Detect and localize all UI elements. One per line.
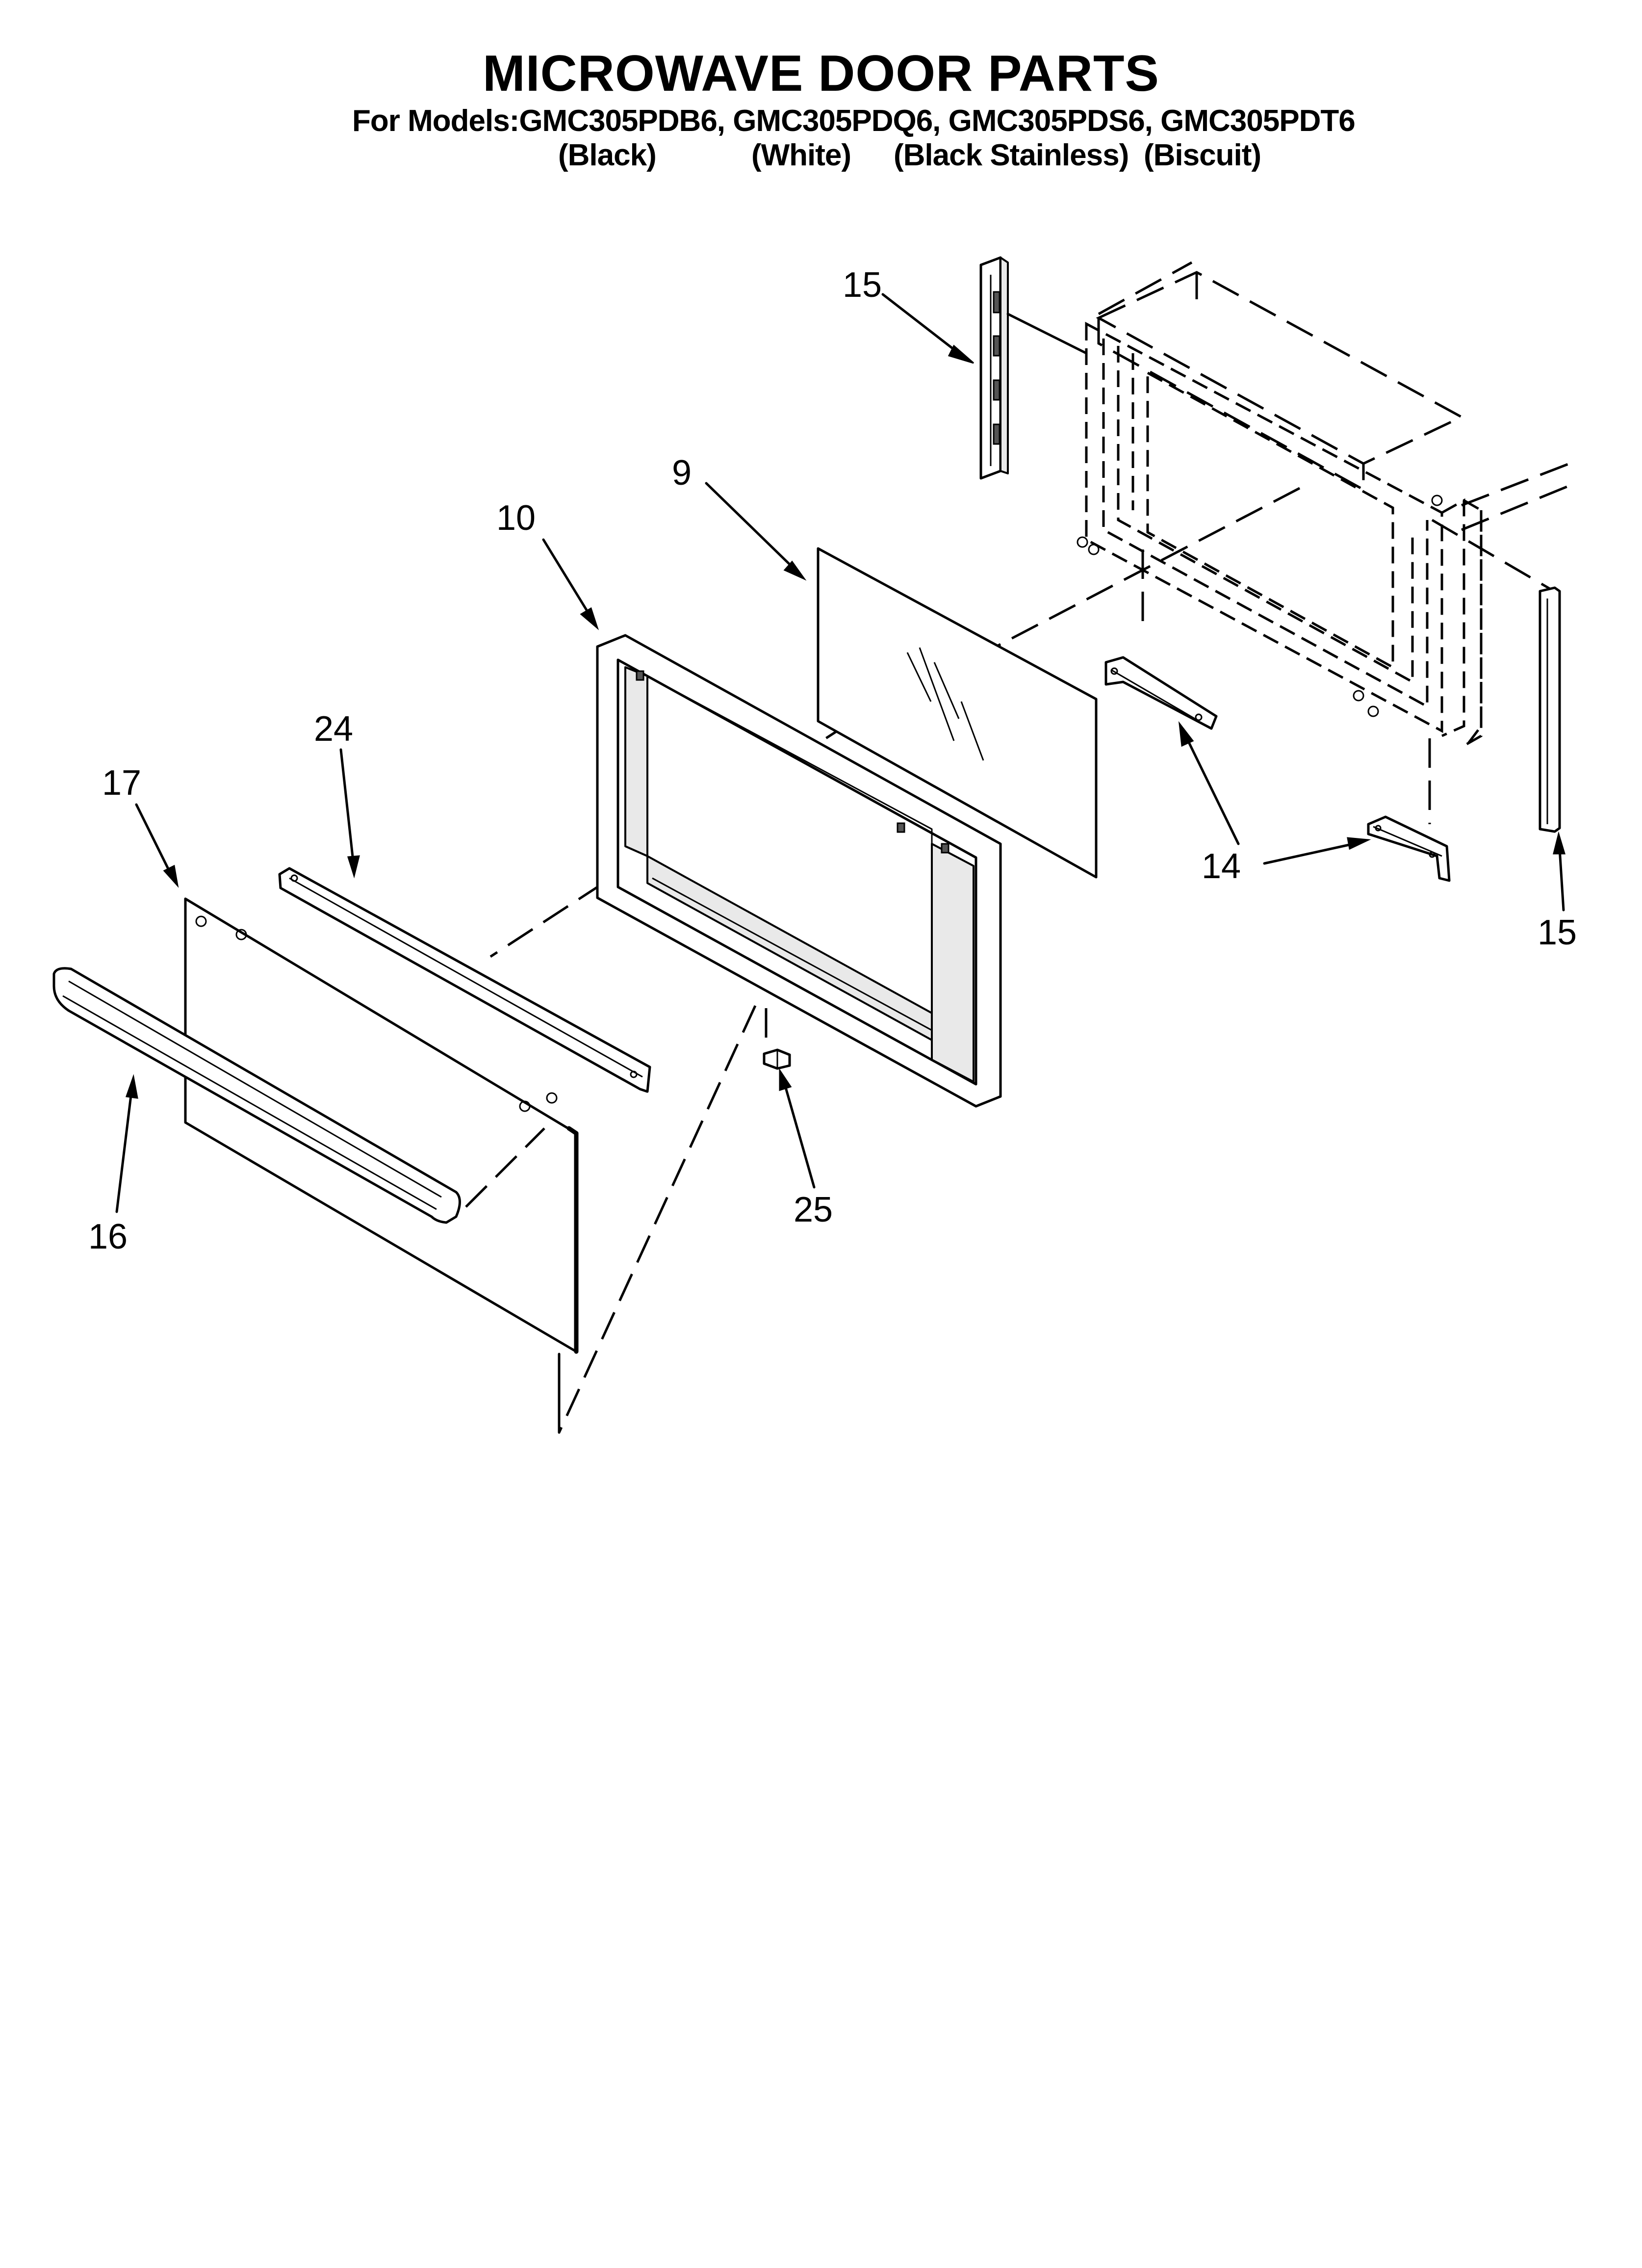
assembly-guide-line bbox=[558, 1005, 757, 1434]
leader-lines bbox=[115, 293, 1566, 1213]
callout-15-top: 15 bbox=[843, 265, 882, 305]
callout-25: 25 bbox=[794, 1190, 833, 1229]
page-header: MICROWAVE DOOR PARTS For Models:GMC305PD… bbox=[0, 0, 1642, 186]
callout-17: 17 bbox=[102, 763, 141, 803]
models-line: For Models:GMC305PDB6, GMC305PDQ6, GMC30… bbox=[352, 104, 1356, 138]
trim-strip bbox=[278, 867, 651, 1093]
door-frame bbox=[596, 634, 1002, 1108]
color-label-black: (Black) bbox=[558, 138, 657, 172]
callout-10: 10 bbox=[496, 498, 536, 538]
page-title: MICROWAVE DOOR PARTS bbox=[483, 45, 1159, 102]
color-label-biscuit: (Biscuit) bbox=[1144, 138, 1261, 172]
microwave-cabinet bbox=[489, 261, 1570, 958]
color-label-black-stainless: (Black Stainless) bbox=[894, 138, 1129, 172]
vent-trim-right bbox=[1539, 586, 1561, 833]
callout-9: 9 bbox=[672, 453, 692, 493]
spacer-clip bbox=[763, 1008, 791, 1070]
callout-24: 24 bbox=[314, 709, 353, 749]
door-panel bbox=[184, 897, 579, 1354]
hinge-bracket bbox=[1104, 656, 1451, 882]
callout-15-right: 15 bbox=[1538, 913, 1577, 952]
door-handle bbox=[52, 967, 545, 1224]
color-label-white: (White) bbox=[751, 138, 851, 172]
callout-16: 16 bbox=[88, 1217, 128, 1256]
door-glass bbox=[817, 547, 1098, 879]
vent-trim-left bbox=[979, 256, 1088, 480]
callout-14: 14 bbox=[1202, 847, 1241, 886]
